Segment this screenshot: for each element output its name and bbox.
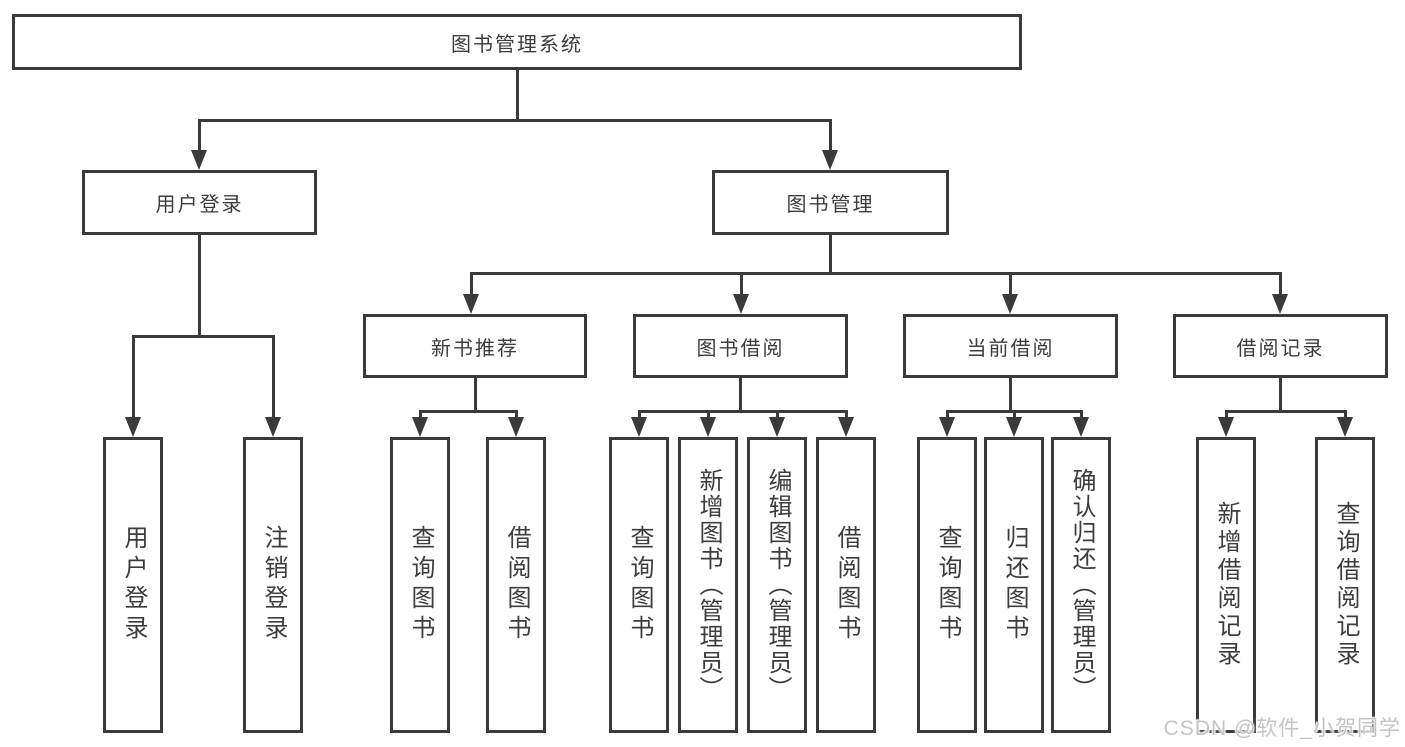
arrowhead-down-icon <box>1002 294 1018 314</box>
connector-line <box>1279 272 1282 297</box>
connector-line <box>1009 272 1012 297</box>
leaf-borrow-books: 借阅图书 <box>816 437 876 733</box>
connector-line <box>198 235 201 335</box>
node-user-login: 用户登录 <box>82 170 317 235</box>
leaf-label: 确认归还（管理员） <box>1068 468 1095 702</box>
node-new-book-recommendation: 新书推荐 <box>363 314 587 378</box>
connector-line <box>1009 378 1012 410</box>
arrowhead-down-icon <box>125 417 141 437</box>
arrowhead-down-icon <box>1337 417 1353 437</box>
arrowhead-down-icon <box>1218 417 1234 437</box>
connector-line <box>1344 410 1347 420</box>
node-borrowing-records: 借阅记录 <box>1173 314 1388 378</box>
connector-line <box>638 410 641 420</box>
leaf-label: 注销登录 <box>260 525 287 645</box>
node-label: 当前借阅 <box>966 337 1055 360</box>
leaf-confirm-return-admin: 确认归还（管理员） <box>1051 437 1111 733</box>
leaf-label: 查询图书 <box>626 525 653 645</box>
leaf-label: 编辑图书（管理员） <box>764 468 791 702</box>
node-book-management: 图书管理 <box>712 170 949 235</box>
leaf-label: 用户登录 <box>120 525 147 645</box>
connector-line <box>516 70 519 119</box>
arrowhead-down-icon <box>1272 294 1288 314</box>
arrowhead-down-icon <box>191 150 207 170</box>
connector-line <box>515 410 518 420</box>
connector-line <box>1225 410 1347 413</box>
connector-line <box>740 272 743 297</box>
leaf-edit-books-admin: 编辑图书（管理员） <box>747 437 807 733</box>
leaf-label: 借阅图书 <box>833 525 860 645</box>
connector-line <box>474 378 477 410</box>
leaf-label: 查询图书 <box>407 525 434 645</box>
node-book-borrowing: 图书借阅 <box>633 314 848 378</box>
connector-line <box>739 378 742 410</box>
node-label: 借阅记录 <box>1236 337 1325 360</box>
node-book-management-system: 图书管理系统 <box>12 14 1022 70</box>
connector-line <box>946 410 949 420</box>
leaf-label: 查询图书 <box>934 525 961 645</box>
connector-line <box>419 410 422 420</box>
connector-line <box>1225 410 1228 420</box>
arrowhead-down-icon <box>822 150 838 170</box>
arrowhead-down-icon <box>508 417 524 437</box>
arrowhead-down-icon <box>412 417 428 437</box>
connector-line <box>638 410 848 413</box>
leaf-borrow-books-recommend: 借阅图书 <box>486 437 546 733</box>
connector-line <box>272 335 275 420</box>
connector-line <box>132 335 275 338</box>
arrowhead-down-icon <box>1073 417 1089 437</box>
connector-line <box>132 335 135 420</box>
leaf-label: 新增图书（管理员） <box>695 468 722 702</box>
leaf-label: 查询借阅记录 <box>1332 501 1359 669</box>
csdn-watermark: CSDN @软件_小贺同学 <box>1163 717 1401 740</box>
connector-line <box>1279 378 1282 410</box>
arrowhead-down-icon <box>700 417 716 437</box>
connector-line <box>707 410 710 420</box>
node-current-borrowing: 当前借阅 <box>903 314 1118 378</box>
leaf-query-books-borrow: 查询图书 <box>609 437 669 733</box>
connector-line <box>198 119 201 153</box>
leaf-label: 归还图书 <box>1001 525 1028 645</box>
arrowhead-down-icon <box>838 417 854 437</box>
leaf-add-books-admin: 新增图书（管理员） <box>678 437 738 733</box>
connector-line <box>419 410 518 413</box>
leaf-query-borrow-record: 查询借阅记录 <box>1315 437 1375 733</box>
leaf-add-borrow-record: 新增借阅记录 <box>1196 437 1256 733</box>
connector-line <box>1080 410 1083 420</box>
arrowhead-down-icon <box>939 417 955 437</box>
arrowhead-down-icon <box>631 417 647 437</box>
connector-line <box>829 235 832 272</box>
leaf-return-books: 归还图书 <box>984 437 1044 733</box>
leaf-query-books-current: 查询图书 <box>917 437 977 733</box>
connector-line <box>470 272 473 297</box>
connector-line <box>776 410 779 420</box>
node-label: 图书管理 <box>786 194 875 216</box>
leaf-label: 借阅图书 <box>503 525 530 645</box>
node-label: 用户登录 <box>155 194 244 216</box>
leaf-user-login: 用户登录 <box>103 437 163 733</box>
arrowhead-down-icon <box>1006 417 1022 437</box>
arrowhead-down-icon <box>769 417 785 437</box>
connector-line <box>1013 410 1016 420</box>
connector-line <box>845 410 848 420</box>
node-label: 新书推荐 <box>431 337 519 360</box>
connector-line <box>198 119 832 122</box>
arrowhead-down-icon <box>265 417 281 437</box>
arrowhead-down-icon <box>733 294 749 314</box>
connector-line <box>829 119 832 153</box>
leaf-query-books-recommend: 查询图书 <box>390 437 450 733</box>
arrowhead-down-icon <box>463 294 479 314</box>
leaf-label: 新增借阅记录 <box>1213 501 1240 669</box>
node-label: 图书借阅 <box>696 337 785 360</box>
connector-line <box>470 272 1282 275</box>
node-label: 图书管理系统 <box>451 33 583 56</box>
leaf-logout-login: 注销登录 <box>243 437 303 733</box>
